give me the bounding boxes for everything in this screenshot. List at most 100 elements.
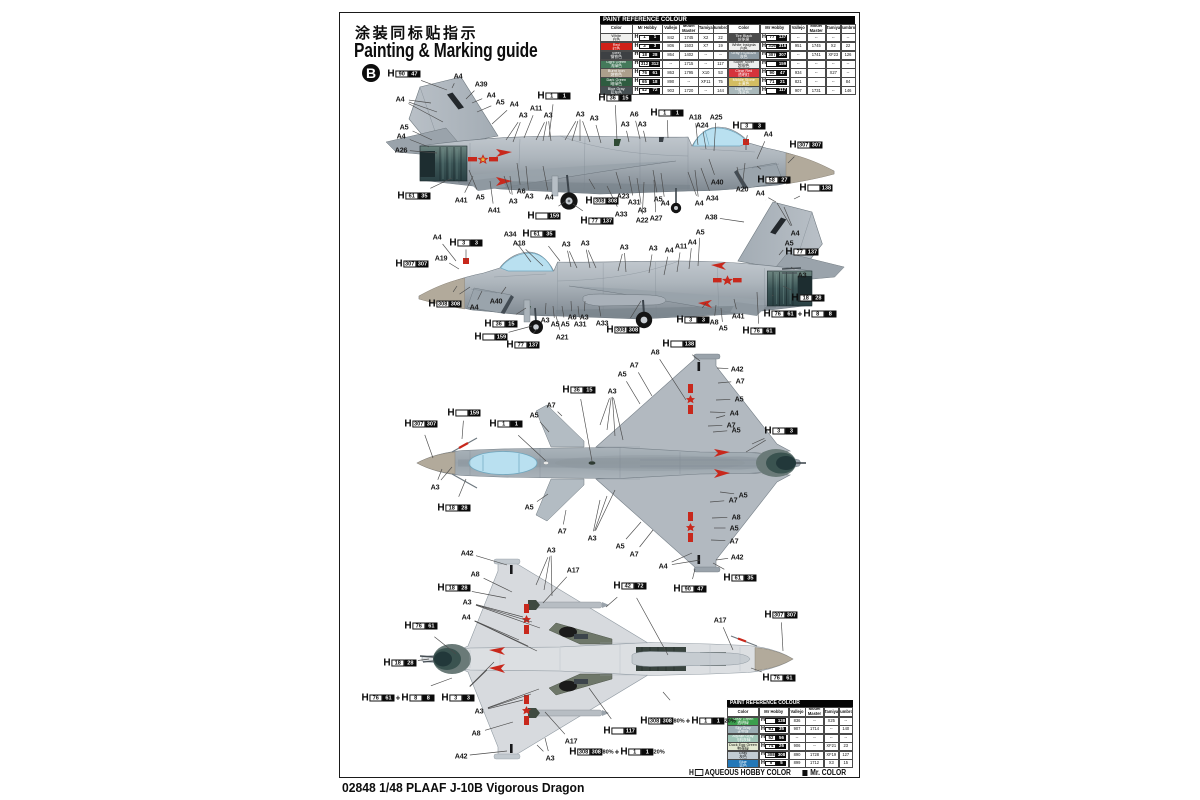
column-header: Model Master <box>679 23 699 34</box>
view-bottom-shape <box>559 680 577 692</box>
part-callout: A41 <box>454 195 468 205</box>
view-side-starboard-shape <box>551 175 559 197</box>
part-callout: A4 <box>544 192 554 202</box>
legend-aqueous-label: AQUEOUS HOBBY COLOR <box>704 768 791 777</box>
chip-mrcolor-number: 61 <box>763 327 776 335</box>
chip-aqueous-number <box>455 409 469 417</box>
chip-aqueous-number: 77 <box>793 248 807 256</box>
mix-percentage: 80% <box>602 749 614 755</box>
chip-aqueous-number: 3 <box>457 239 471 247</box>
view-top-shape <box>451 473 478 489</box>
chip-mrcolor-number: 1 <box>510 420 523 428</box>
column-header: Humbrol <box>713 23 728 34</box>
leader-line <box>437 468 443 480</box>
chip-aqueous-number: 3 <box>772 427 786 435</box>
leader-line <box>617 253 623 272</box>
view-side-starboard-shape <box>496 149 512 157</box>
part-callout: A3 <box>587 533 597 543</box>
chip-h: H <box>761 717 765 724</box>
leader-line <box>582 121 591 143</box>
chip-aqueous-number: 308 <box>436 300 450 308</box>
view-side-port-details-shape <box>640 316 648 324</box>
chip-aqueous-number: 90 <box>681 585 695 593</box>
leader-line <box>700 167 710 191</box>
part-callout: A5 <box>524 502 534 512</box>
view-bottom-shape <box>421 642 794 676</box>
view-bottom <box>419 558 794 760</box>
plus-sign: + <box>685 716 691 726</box>
paint-code-cell: 146 <box>840 86 856 96</box>
chip-mrcolor-number: 61 <box>425 622 438 630</box>
chip-aqueous-number <box>766 87 778 94</box>
chip-h: H <box>387 68 395 80</box>
leader-line <box>742 162 746 183</box>
column-header: Color <box>600 23 633 34</box>
leader-line <box>636 177 642 204</box>
leader-line <box>660 172 665 197</box>
leader-line <box>666 120 669 139</box>
part-callout: A4 <box>486 90 496 100</box>
leader-line <box>697 237 701 267</box>
roundel-side-1-shape <box>489 157 498 162</box>
leader-line <box>716 367 729 369</box>
chip-aqueous-number <box>807 184 821 192</box>
part-callout: A5 <box>617 369 627 379</box>
chip-h: H <box>437 502 445 514</box>
part-callout: A3 <box>637 205 647 215</box>
color-name-cn: 透明红 <box>738 73 750 78</box>
leader-line <box>420 80 448 91</box>
missile-stbd <box>527 708 609 718</box>
leader-line <box>523 115 534 139</box>
color-name-en: White Insignia <box>731 42 756 47</box>
chip-mrcolor-number: 61 <box>784 310 797 318</box>
view-side-starboard-shape <box>458 180 690 193</box>
paint-code-cell: 22 <box>840 41 856 52</box>
roundel-side-1-shape <box>468 157 477 162</box>
chip-aqueous-number: 77 <box>766 35 778 41</box>
column-header: Vallejo <box>788 706 806 717</box>
chip-h: H <box>761 742 765 749</box>
view-bottom-shape-shape <box>600 642 648 676</box>
view-bottom-shape <box>574 679 588 684</box>
part-callout: A42 <box>730 364 744 374</box>
chip-h: H <box>640 715 648 727</box>
chip-h: H <box>634 60 639 67</box>
leader-line <box>475 555 508 566</box>
view-top-shape <box>776 456 796 470</box>
leader-line <box>626 130 630 143</box>
chip-h: H <box>634 69 639 76</box>
leader-line <box>708 158 715 175</box>
color-name-en: Duck Egg Green <box>728 742 758 747</box>
paint-code-cell: -- <box>840 68 856 78</box>
chip-aqueous-number: 312 <box>638 60 650 68</box>
chip-h: H <box>562 384 570 396</box>
chip-h: H <box>395 258 403 270</box>
chip-mrcolor-number: 1 <box>712 717 725 725</box>
color-name-en: Blue Gray <box>607 86 625 91</box>
part-callout: A4 <box>664 245 674 255</box>
view-top-shape <box>469 446 760 480</box>
view-side-port-airframe-shape-shape <box>716 263 720 314</box>
part-callout: A17 <box>713 615 727 625</box>
part-callout: A7 <box>728 495 738 505</box>
roundel-top-1 <box>686 384 695 414</box>
chip-mrcolor-number: 307 <box>425 420 438 428</box>
part-callout: A7 <box>629 360 639 370</box>
chip-h: H <box>404 418 412 430</box>
